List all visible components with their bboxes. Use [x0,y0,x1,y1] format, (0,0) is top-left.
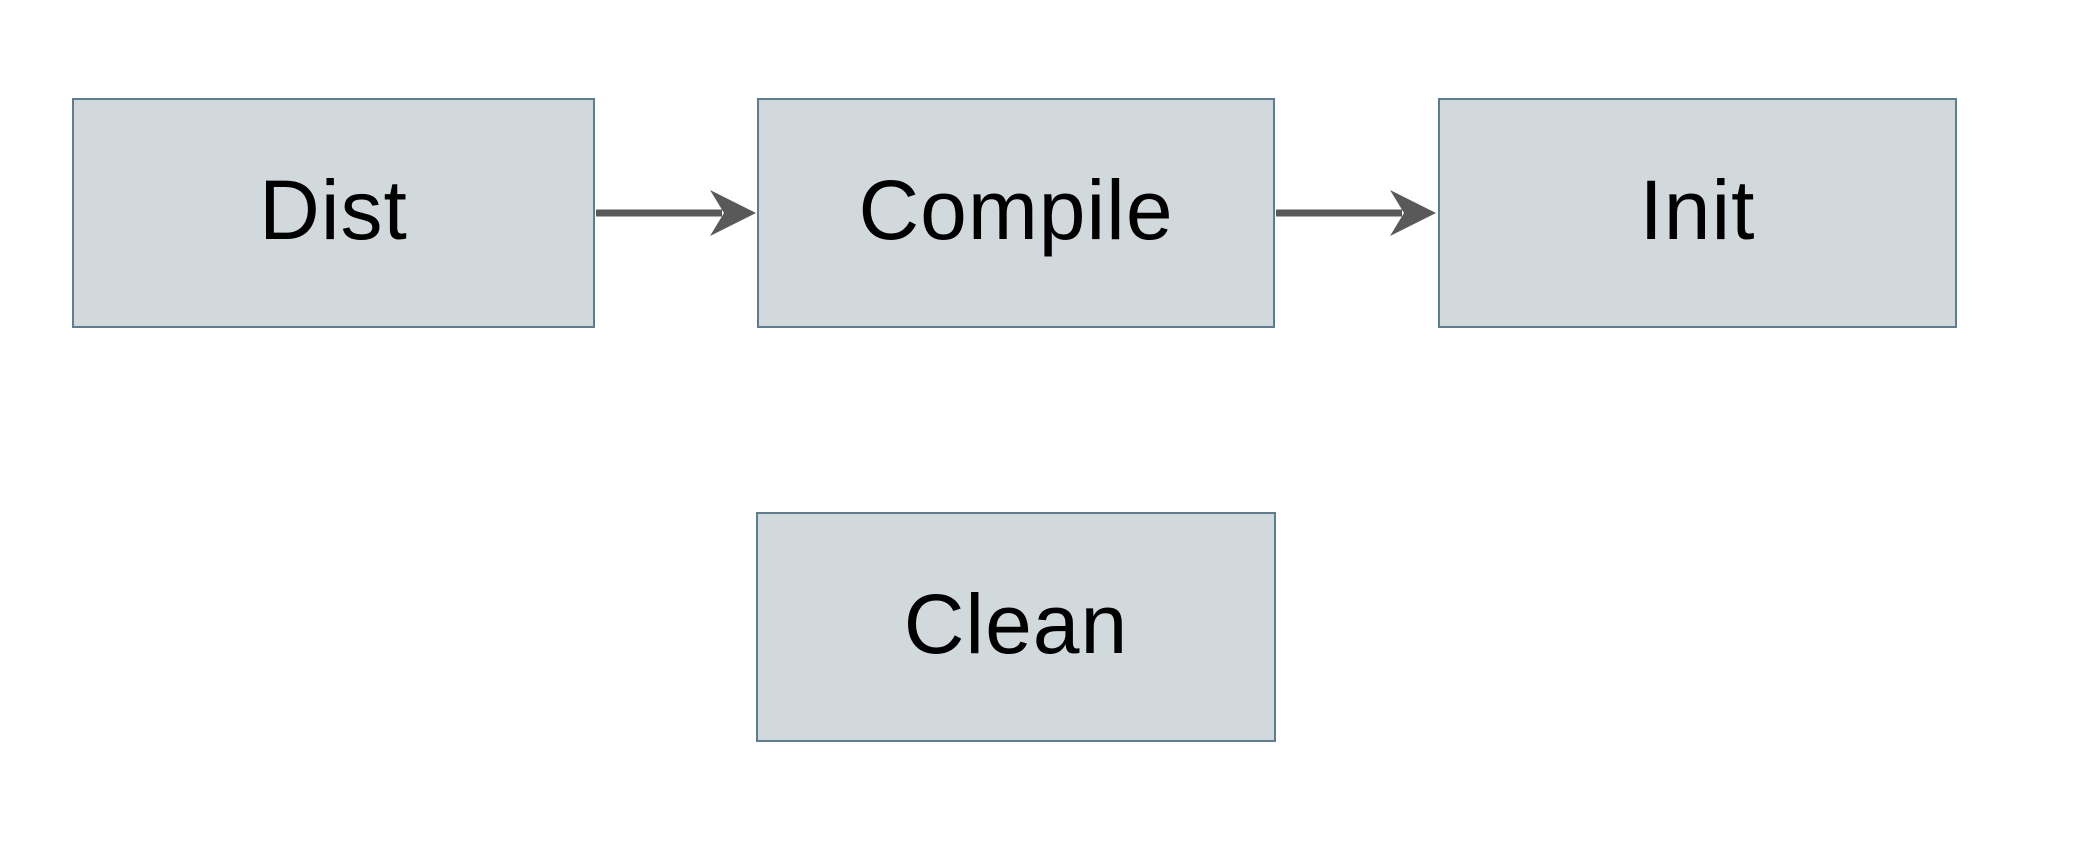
node-init: Init [1438,98,1957,328]
node-clean: Clean [756,512,1276,742]
node-init-label: Init [1639,163,1756,257]
node-compile: Compile [757,98,1275,328]
node-clean-label: Clean [903,577,1129,671]
arrow-dist-to-compile [596,190,756,236]
node-dist: Dist [72,98,595,328]
arrowhead-icon [710,190,756,236]
arrowhead-icon [1390,190,1436,236]
arrow-compile-to-init [1276,190,1436,236]
node-dist-label: Dist [259,163,408,257]
node-compile-label: Compile [858,163,1174,257]
